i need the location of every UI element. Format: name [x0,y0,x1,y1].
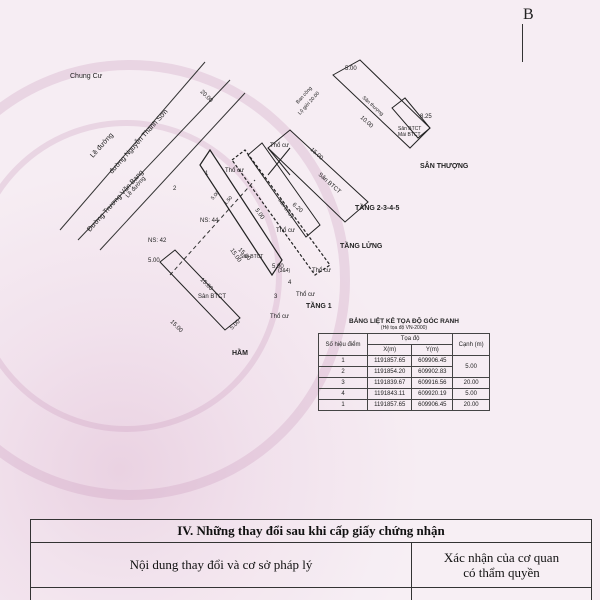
corner-point-2: 2 [173,186,177,192]
road-label: Đường Trương Văn Bang [86,169,145,233]
corner-point-1: 1 [205,171,209,177]
col-coords-header: Tọa độ [366,333,454,345]
road-label: đường Nguyễn Thanh Sơn [107,107,170,175]
col-y-header: Y(m) [411,344,454,356]
roof-room: Sân thượng [361,95,385,117]
point-cell: 3 [318,377,368,389]
roof-room: Mái BTCT [398,132,421,138]
changes-section: IV. Những thay đổi sau khi cấp giấy chứn… [30,519,592,600]
neighbor-label: Thổ cư [312,267,331,274]
corner-point-4: 4 [288,280,292,286]
basement-room: Sân BTCT [198,294,226,300]
road-label: Chung Cư [70,73,103,80]
watermark-drum-ring [0,120,282,432]
y-cell: 609916.56 [411,377,454,389]
page-letter: B [523,6,534,23]
roof-outline [332,59,431,149]
x-cell: 1191857.65 [366,355,413,367]
mezzanine-room: Sân BTCT [276,198,294,221]
upper-floor-room: Sân BTCT [317,172,342,195]
roof-label: SÂN THƯỢNG [420,161,469,170]
dimension-label: 5.00 [253,208,265,222]
plot-number: NS: 42 [148,238,167,244]
coordinate-table-subtitle: (Hệ tọa độ VN-2000) [380,325,428,331]
col-point-header: Số hiệu điểm [318,333,368,356]
dimension-label: 1.50 [223,195,234,206]
column-divider [411,587,412,600]
edge-cell: 5.00 [452,388,490,400]
edge-cell: 20.00 [452,377,490,389]
dimension-label: 15.00 [169,319,184,334]
plot-outline [199,148,331,277]
neighbor-label: Thổ cư [225,167,244,174]
coordinate-table: BẢNG LIỆT KÊ TỌA ĐỘ GÓC RANH (Hệ tọa độ … [318,318,490,411]
x-cell: 1191857.65 [366,399,413,411]
plot-number: NS: 44 [200,218,219,224]
edge-cell: 5.00 [452,355,490,378]
corner-rule [522,24,523,62]
point-cell: 1 [318,399,368,411]
table-row: 1 1191857.65 609906.45 20.00 [318,399,490,411]
x-cell: 1191843.11 [366,388,413,400]
y-cell: 609906.45 [411,399,454,411]
col-x-header: X(m) [366,344,413,356]
point-cell: 1 [318,355,368,367]
upper-floor-outline [267,129,369,223]
neighbor-label: Thổ cư [296,291,315,298]
y-cell: 609920.19 [411,388,454,400]
basement-outline [159,249,241,331]
table-row: 4 1191843.11 609920.19 5.00 [318,388,490,400]
neighbor-label: Thổ cư [270,313,289,320]
y-cell: 609906.45 [411,355,454,367]
floor-plan-drawing: Chung Cư Lề đường đường Nguyễn Thanh Sơn… [59,59,469,357]
roof-room: Sân BTCT [398,126,421,132]
changes-content-header: Nội dung thay đổi và cơ sở pháp lý [31,543,412,588]
dimension-label: 5.00 [272,264,284,270]
table-row: 2 1191854.20 609902.83 [318,366,490,378]
table-row: 3 1191839.67 609916.56 20.00 [318,377,490,389]
y-cell: 609902.83 [411,366,454,378]
neighbor-label: Thổ cư [276,227,295,234]
basement-label: HẦM [232,347,248,357]
authority-header-line: có thẩm quyền [463,565,540,580]
mezzanine-outline [247,142,321,238]
plot-id: (3&4) [278,268,291,274]
ground-floor-label: TẦNG 1 [306,300,332,310]
col-edge-header: Cạnh (m) [452,333,490,356]
authority-confirmation-header: Xác nhận của cơ quan có thẩm quyền [412,543,591,588]
dimension-label: 5.00 [345,66,357,72]
edge-cell: 20.00 [452,399,490,411]
upper-floor-label: TẦNG 2-3-4-5 [355,202,399,212]
watermark-drum-ring [0,60,350,500]
dimension-label: 15.00 [199,277,214,292]
street-band [59,61,256,276]
point-cell: 4 [318,388,368,400]
ground-floor-room: Sân BTCT [240,254,263,260]
coordinate-table-title: BẢNG LIỆT KÊ TỌA ĐỘ GÓC RANH [349,318,459,325]
x-cell: 1191839.67 [366,377,413,389]
authority-header-line: Xác nhận của cơ quan [443,550,560,565]
dimension-label: 10.00 [359,115,375,130]
x-cell: 1191854.20 [366,366,413,378]
mezzanine-label: TẦNG LỬNG [340,240,383,250]
dimension-label: 5.00 [148,258,160,264]
dimension-label: 8.25 [420,114,432,120]
corner-point-3: 3 [274,294,278,300]
point-cell: 2 [318,366,368,378]
road-label: Lề đường [88,130,115,159]
dimension-label: 5.00 [229,318,242,331]
changes-section-title: IV. Những thay đổi sau khi cấp giấy chứn… [31,520,591,543]
dimension-label: 20.00 [199,89,214,104]
dimension-label: 5.00 [210,190,221,201]
neighbor-label: Thổ cư [270,142,289,149]
table-row: 1 1191857.65 609906.45 5.00 [318,355,490,378]
